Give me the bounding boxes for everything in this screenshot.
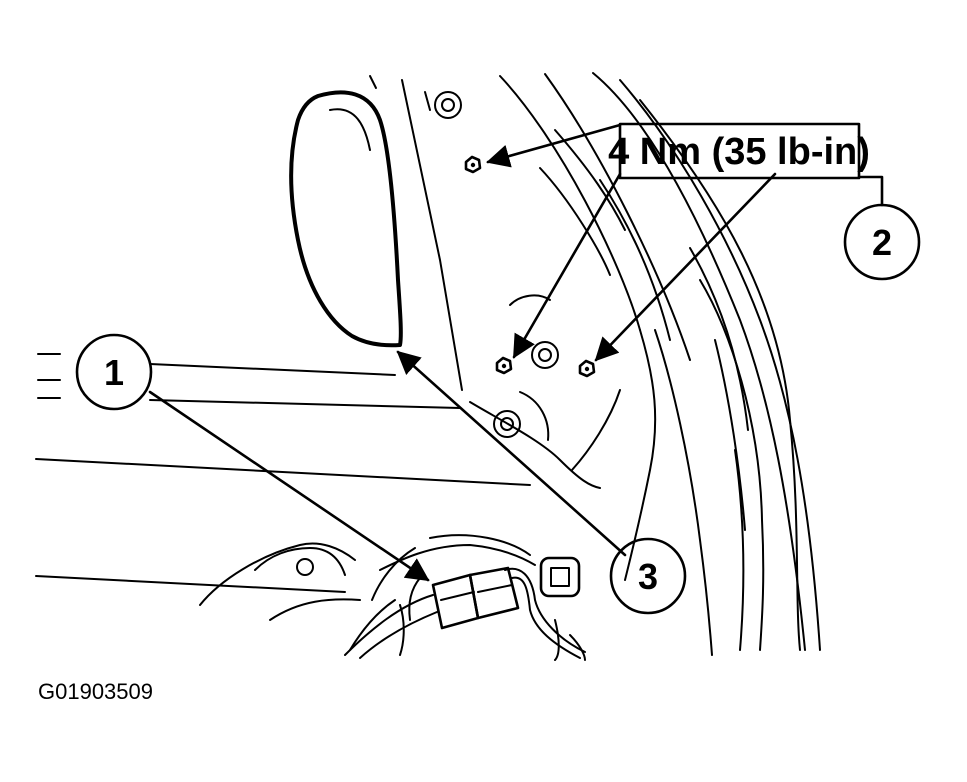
callout-1-label: 1: [104, 352, 124, 393]
leader-torque-left: [512, 172, 622, 359]
nut-upper: [464, 155, 482, 174]
nut-lower-left: [495, 356, 513, 375]
leader-lines: [148, 123, 884, 582]
grommet-lower: [493, 410, 521, 438]
leader-torque-right: [594, 172, 777, 362]
torque-spec-label: 4 Nm (35 lb-in): [608, 122, 870, 180]
grommet-middle: [531, 341, 559, 369]
mirror-housing: [289, 90, 403, 348]
leader-callout-3: [396, 350, 627, 557]
callout-3: 3: [609, 537, 687, 615]
mounting-holes: [296, 91, 596, 576]
callout-2-label: 2: [872, 222, 892, 263]
wiring-connector: [344, 556, 586, 659]
torque-spec-text: 4 Nm (35 lb-in): [608, 131, 870, 173]
bracket-hole: [296, 558, 314, 576]
leader-callout-1: [148, 390, 430, 582]
callout-3-label: 3: [638, 556, 658, 597]
door-panel-linework: [35, 72, 821, 661]
connector-clip: [539, 556, 581, 598]
leader-callout-2: [857, 175, 884, 207]
callout-1: 1: [75, 333, 153, 411]
callout-2: 2: [843, 203, 921, 281]
grommet-upper: [434, 91, 462, 119]
nut-lower-right: [578, 359, 596, 378]
figure-id: G01903509: [38, 679, 153, 704]
leader-torque-upper: [486, 123, 622, 168]
